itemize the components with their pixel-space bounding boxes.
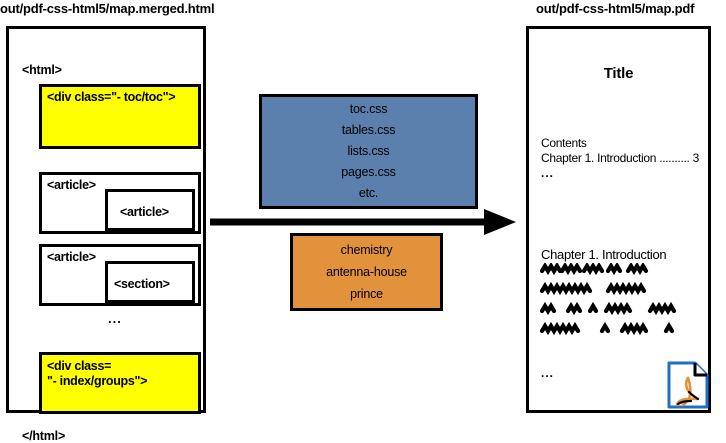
pdf-toc-entry: Chapter 1. Introduction .......... 3 [541,151,699,165]
node-article-1-label: <article> [47,178,96,192]
node-div-index-label: <div class= "- index/groups"> [47,359,148,388]
css-stylesheets-box: toc.css tables.css lists.css pages.css e… [259,94,478,209]
engine-item: antenna-house [326,265,407,279]
pdf-file-icon [667,361,709,409]
css-item: etc. [358,186,379,200]
node-div-index: <div class= "- index/groups"> [39,352,201,414]
css-item: pages.css [341,165,396,179]
pdf-body-ellipsis: ... [541,366,555,380]
html-nodes-ellipsis: ... [108,311,122,326]
engine-item: chemistry [340,243,393,257]
right-panel-caption: out/pdf-css-html5/map.pdf [536,1,695,16]
diagram-canvas: out/pdf-css-html5/map.merged.html out/pd… [0,1,711,443]
pdf-output-panel: Title Contents Chapter 1. Introduction .… [526,26,711,413]
pdf-document-title: Title [603,65,634,82]
node-article-2-child-label: <section> [114,277,170,291]
node-article-1-child-label: <article> [120,205,169,219]
node-article-1: <article> <article> [39,172,201,234]
pdf-contents-heading: Contents [541,136,587,150]
engine-item: prince [350,287,383,301]
merged-html-panel: <html> <div class="- toc/toc"> <article>… [6,26,206,443]
pdf-toc-ellipsis: ... [541,166,555,180]
node-article-2-child: <section> [105,261,195,303]
node-div-toc-label: <div class="- toc/toc"> [47,90,176,104]
html-open-tag: <html> [22,63,62,77]
pdf-chapter-heading: Chapter 1. Introduction [541,247,667,262]
node-article-2-label: <article> [47,250,96,264]
html-close-tag: </html> [22,429,66,443]
pdf-body-text-scribbles [540,263,677,336]
transform-arrow-icon [210,209,516,235]
css-item: toc.css [349,102,388,116]
formatter-engines-box: chemistry antenna-house prince [290,233,443,311]
css-item: tables.css [341,123,396,137]
css-item: lists.css [347,144,390,158]
node-article-1-child: <article> [105,189,195,231]
node-div-toc: <div class="- toc/toc"> [39,84,201,149]
node-article-2: <article> <section> [39,244,201,306]
left-panel-caption: out/pdf-css-html5/map.merged.html [0,1,215,16]
